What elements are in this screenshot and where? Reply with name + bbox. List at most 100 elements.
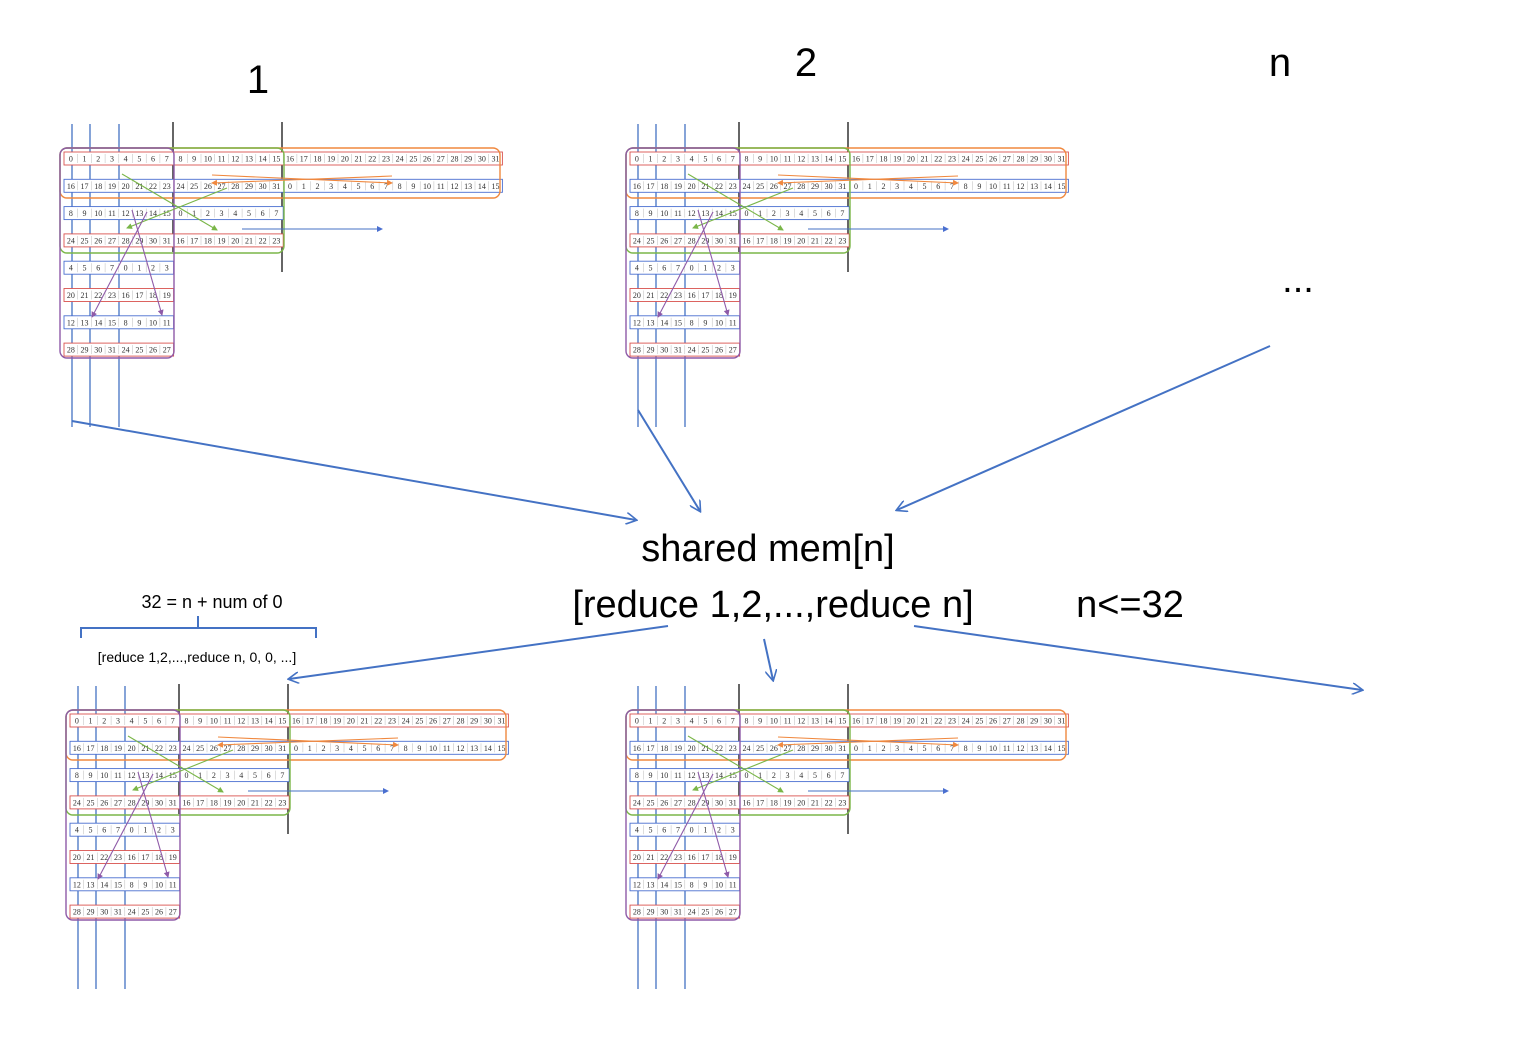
lane-value: 11 <box>114 771 122 780</box>
lane-value: 16 <box>688 853 696 862</box>
lane-value: 9 <box>758 717 762 726</box>
lane-value: 5 <box>703 717 707 726</box>
lane-value: 13 <box>647 318 655 327</box>
lane-value: 7 <box>390 744 394 753</box>
lane-value: 12 <box>128 771 136 780</box>
lane-value: 30 <box>265 744 273 753</box>
lane-value: 5 <box>923 744 927 753</box>
lane-value: 14 <box>715 209 723 218</box>
lane-value: 29 <box>251 744 259 753</box>
lane-value: 24 <box>128 908 136 917</box>
lane-value: 8 <box>398 182 402 191</box>
lane-value: 6 <box>827 209 831 218</box>
lane-value: 29 <box>470 717 478 726</box>
lane-value: 7 <box>676 264 680 273</box>
lane-value: 29 <box>135 236 143 245</box>
lane-value: 0 <box>854 744 858 753</box>
lane-value: 19 <box>163 291 171 300</box>
lane-value: 10 <box>770 717 778 726</box>
lane-value: 17 <box>300 155 308 164</box>
lane-value: 15 <box>674 880 682 889</box>
lane-value: 28 <box>688 236 696 245</box>
lane-value: 28 <box>688 798 696 807</box>
lane-value: 9 <box>417 744 421 753</box>
lane-value: 13 <box>647 880 655 889</box>
lane-value: 25 <box>647 236 655 245</box>
lane-value: 14 <box>94 318 102 327</box>
lane-value: 20 <box>633 853 641 862</box>
lane-value: 18 <box>319 717 327 726</box>
lane-value: 26 <box>204 182 212 191</box>
lane-value: 20 <box>128 744 136 753</box>
lane-value: 6 <box>936 744 940 753</box>
lane-value: 17 <box>756 236 764 245</box>
lane-value: 0 <box>69 155 73 164</box>
lane-value: 7 <box>840 209 844 218</box>
lane-value: 4 <box>635 826 639 835</box>
lane-value: 22 <box>94 291 102 300</box>
lane-value: 14 <box>660 318 668 327</box>
lane-value: 24 <box>633 798 641 807</box>
lane-value: 30 <box>259 182 267 191</box>
lane-value: 8 <box>964 182 968 191</box>
shuffle-arrow <box>777 175 959 186</box>
lane-value: 2 <box>206 209 210 218</box>
lane-value: 16 <box>286 155 294 164</box>
lane-value: 10 <box>210 717 218 726</box>
lane-value: 10 <box>94 209 102 218</box>
padded-array-label: [reduce 1,2,...,reduce n, 0, 0, ...] <box>98 649 296 665</box>
lane-value: 13 <box>141 771 149 780</box>
lane-value: 0 <box>635 717 639 726</box>
lane-value: 24 <box>688 346 696 355</box>
lane-value: 29 <box>81 346 89 355</box>
lane-value: 19 <box>327 155 335 164</box>
lane-value: 9 <box>649 209 653 218</box>
ellipsis-label: ... <box>1282 259 1314 301</box>
lane-value: 8 <box>690 318 694 327</box>
lane-value: 31 <box>108 346 116 355</box>
lane-value: 25 <box>701 346 709 355</box>
lane-value: 0 <box>690 826 694 835</box>
lane-value: 22 <box>715 182 723 191</box>
lane-value: 16 <box>122 291 130 300</box>
lane-value: 20 <box>347 717 355 726</box>
lane-value: 17 <box>647 182 655 191</box>
lane-value: 25 <box>756 744 764 753</box>
lane-value: 5 <box>247 209 251 218</box>
lane-value: 13 <box>1030 744 1038 753</box>
lane-value: 6 <box>102 826 106 835</box>
lane-value: 15 <box>169 771 177 780</box>
shuffle-arrow <box>697 771 730 878</box>
lane-value: 23 <box>108 291 116 300</box>
lane-value: 29 <box>1030 155 1038 164</box>
lane-value: 30 <box>825 744 833 753</box>
lane-value: 19 <box>674 182 682 191</box>
lane-value: 3 <box>110 155 114 164</box>
lane-value: 4 <box>635 264 639 273</box>
lane-value: 31 <box>729 798 737 807</box>
lane-value: 4 <box>124 155 128 164</box>
lane-value: 15 <box>1058 744 1066 753</box>
lane-value: 21 <box>647 853 655 862</box>
lane-value: 19 <box>729 291 737 300</box>
lane-value: 17 <box>190 236 198 245</box>
reduce-array-label: [reduce 1,2,...,reduce n] <box>572 584 973 626</box>
lane-value: 23 <box>674 853 682 862</box>
lane-value: 28 <box>1016 717 1024 726</box>
lane-value: 0 <box>635 155 639 164</box>
lane-value: 22 <box>368 155 376 164</box>
lane-value: 28 <box>633 908 641 917</box>
lane-value: 11 <box>443 744 451 753</box>
lane-value: 3 <box>220 209 224 218</box>
lane-value: 6 <box>936 182 940 191</box>
lane-value: 1 <box>649 155 653 164</box>
lane-value: 24 <box>73 798 81 807</box>
lane-value: 4 <box>909 744 913 753</box>
lane-value: 19 <box>114 744 122 753</box>
lane-value: 6 <box>370 182 374 191</box>
lane-value: 23 <box>169 744 177 753</box>
lane-value: 12 <box>633 318 641 327</box>
lane-value: 22 <box>660 291 668 300</box>
lane-value: 11 <box>169 880 177 889</box>
